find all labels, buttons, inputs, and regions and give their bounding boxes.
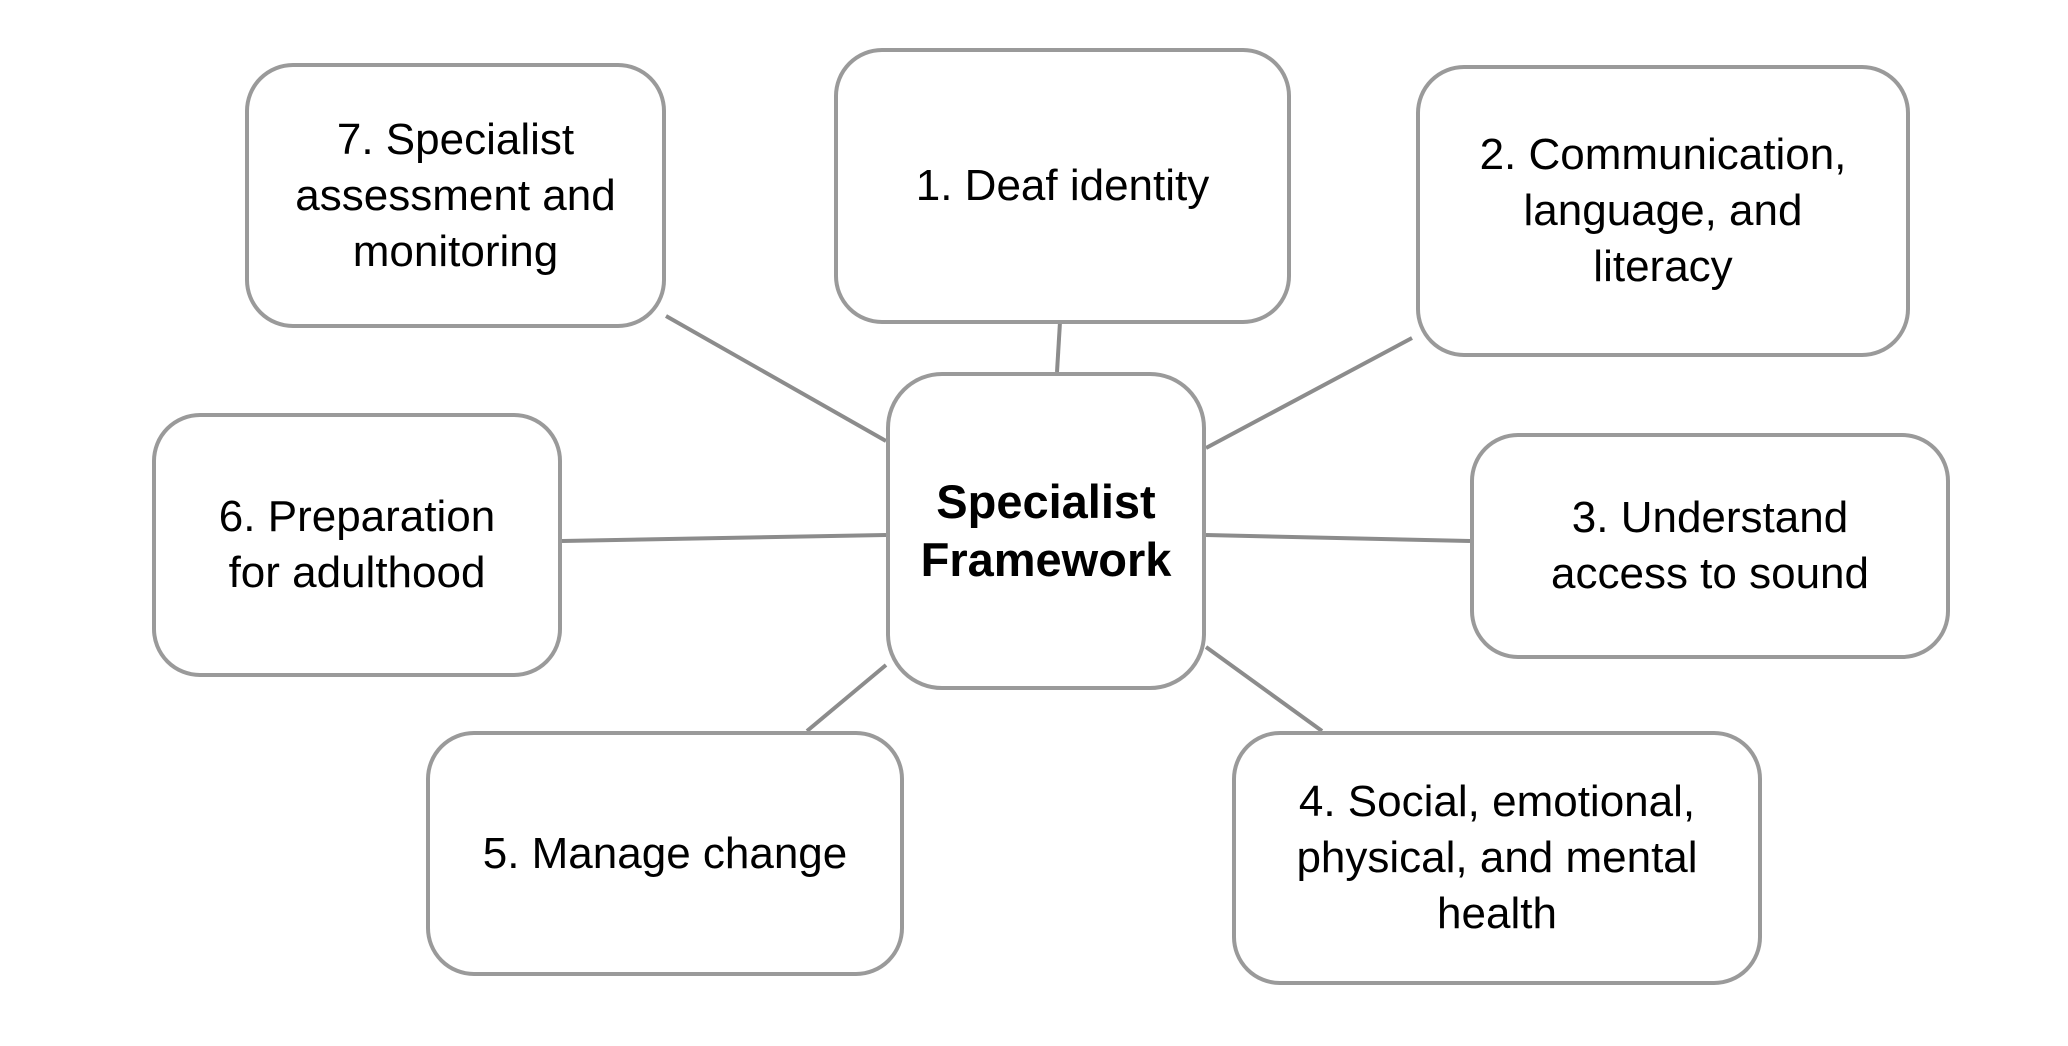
connector-center-to-node-3 [1205, 533, 1471, 543]
node-social-emotional-physical-mental-health: 4. Social, emotional, physical, and ment… [1232, 731, 1762, 985]
node-communication-language-literacy-label: 2. Communication, language, and literacy [1479, 130, 1847, 291]
center-node-label: Specialist Framework [920, 475, 1172, 586]
connector-center-to-node-6 [561, 533, 887, 543]
node-preparation-for-adulthood-label: 6. Preparation for adulthood [218, 492, 496, 597]
connector-center-to-node-2 [1205, 336, 1413, 450]
node-deaf-identity: 1. Deaf identity [834, 48, 1291, 324]
node-deaf-identity-label: 1. Deaf identity [915, 161, 1210, 210]
node-manage-change: 5. Manage change [426, 731, 904, 976]
node-manage-change-label: 5. Manage change [482, 828, 848, 878]
center-node-specialist-framework: Specialist Framework [886, 372, 1206, 690]
node-specialist-assessment-monitoring-label: 7. Specialist assessment and monitoring [295, 114, 616, 276]
connector-center-to-node-5 [805, 663, 888, 733]
connector-center-to-node-1 [1055, 321, 1062, 373]
node-specialist-assessment-monitoring: 7. Specialist assessment and monitoring [245, 63, 666, 328]
node-understand-access-to-sound: 3. Understand access to sound [1470, 433, 1950, 659]
connector-center-to-node-7 [665, 314, 887, 443]
connector-center-to-node-4 [1204, 645, 1324, 733]
node-understand-access-to-sound-label: 3. Understand access to sound [1551, 493, 1869, 598]
node-preparation-for-adulthood: 6. Preparation for adulthood [152, 413, 562, 677]
node-communication-language-literacy: 2. Communication, language, and literacy [1416, 65, 1910, 357]
node-social-emotional-physical-mental-health-label: 4. Social, emotional, physical, and ment… [1296, 777, 1698, 938]
